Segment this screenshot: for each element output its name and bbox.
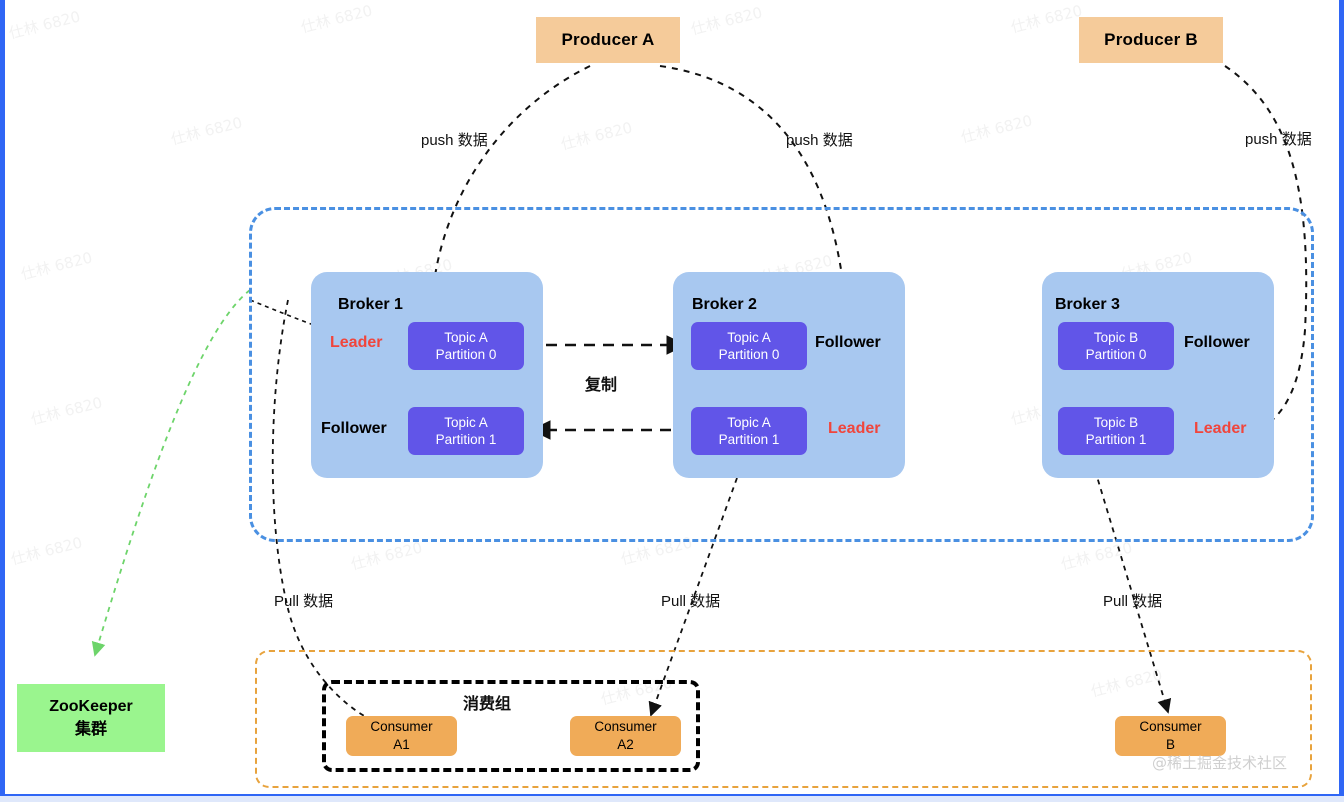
watermark-tile: 仕林 6820: [169, 113, 245, 149]
broker-1-title: Broker 1: [338, 296, 403, 313]
broker-3-box[interactable]: Broker 3 Follower Leader Topic B Partiti…: [1042, 272, 1274, 478]
broker-2-partition-0-topic: Topic A: [727, 330, 771, 345]
broker-2-role-leader: Leader: [828, 420, 881, 437]
producer-b-box[interactable]: Producer B: [1079, 17, 1223, 63]
producer-a-label: Producer A: [561, 30, 655, 49]
zookeeper-label-line2: 集群: [74, 721, 107, 738]
push-label-3: push 数据: [1245, 131, 1312, 148]
broker-1-role-leader: Leader: [330, 334, 383, 351]
watermark-tile: 仕林 6820: [689, 3, 765, 39]
zookeeper-label-line1: ZooKeeper: [49, 698, 133, 715]
broker-2-partition-0-index: Partition 0: [718, 347, 780, 362]
watermark-tile: 仕林 6820: [29, 393, 105, 429]
pull-label-1: Pull 数据: [274, 593, 334, 610]
watermark-tile: 仕林 6820: [1009, 1, 1085, 37]
producer-b-label: Producer B: [1104, 30, 1198, 49]
page-accent-strip-left: [0, 0, 5, 802]
consumer-a2-box[interactable]: Consumer A2: [570, 716, 681, 756]
broker-1-partition-1-topic: Topic A: [444, 415, 488, 430]
watermark-tile: 仕林 6820: [7, 7, 83, 43]
attribution-watermark: @稀土掘金技术社区: [1152, 754, 1288, 772]
broker-3-title: Broker 3: [1055, 296, 1120, 313]
consumer-a2-line1: Consumer: [594, 719, 657, 734]
pull-label-2: Pull 数据: [661, 593, 721, 610]
watermark-tile: 仕林 6820: [299, 1, 375, 37]
broker-2-partition-1-topic: Topic A: [727, 415, 771, 430]
pull-label-3: Pull 数据: [1103, 593, 1163, 610]
consumer-group-box: [322, 680, 700, 772]
broker-1-partition-0[interactable]: Topic A Partition 0: [408, 322, 524, 370]
broker-2-partition-1[interactable]: Topic A Partition 1: [691, 407, 807, 455]
watermark-tile: 仕林 6820: [1059, 538, 1135, 574]
broker-2-title: Broker 2: [692, 296, 757, 313]
watermark-tile: 仕林 6820: [559, 118, 635, 154]
consumer-b-line1: Consumer: [1139, 719, 1202, 734]
broker-1-role-follower: Follower: [321, 420, 387, 437]
broker-3-partition-1-topic: Topic B: [1093, 415, 1139, 430]
consumer-zone-border: [255, 650, 1312, 788]
consumer-b-line2: B: [1165, 737, 1175, 752]
page-accent-strip-right: [1339, 0, 1344, 802]
broker-1-partition-1-index: Partition 1: [435, 432, 497, 447]
broker-1-partition-0-topic: Topic A: [444, 330, 488, 345]
broker-3-partition-1-index: Partition 1: [1085, 432, 1147, 447]
consumer-b-box[interactable]: Consumer B: [1115, 716, 1226, 756]
page-accent-strip-bottom: [0, 794, 1344, 802]
push-label-2: push 数据: [786, 132, 853, 149]
edge-cluster-to-zookeeper: [91, 289, 251, 657]
broker-2-partition-0[interactable]: Topic A Partition 0: [691, 322, 807, 370]
consumer-a2-line2: A2: [617, 737, 634, 752]
consumer-a1-line2: A1: [393, 737, 410, 752]
watermark-tile: 仕林 6820: [19, 248, 95, 284]
broker-3-role-follower: Follower: [1184, 334, 1250, 351]
broker-1-partition-1[interactable]: Topic A Partition 1: [408, 407, 524, 455]
replicate-label: 复制: [585, 377, 618, 394]
broker-3-partition-0-topic: Topic B: [1093, 330, 1139, 345]
watermark-tile: 仕林 6820: [959, 111, 1035, 147]
watermark-tile: 仕林 6820: [349, 538, 425, 574]
consumer-group-title: 消费组: [463, 696, 512, 713]
consumer-a1-line1: Consumer: [370, 719, 433, 734]
broker-3-partition-0-index: Partition 0: [1085, 347, 1147, 362]
broker-2-partition-1-index: Partition 1: [718, 432, 780, 447]
broker-3-partition-1[interactable]: Topic B Partition 1: [1058, 407, 1174, 455]
producer-a-box[interactable]: Producer A: [536, 17, 680, 63]
broker-1-partition-0-index: Partition 0: [435, 347, 497, 362]
kafka-cluster-border: [249, 207, 1314, 542]
broker-3-role-leader: Leader: [1194, 420, 1247, 437]
broker-2-role-follower: Follower: [815, 334, 881, 351]
push-label-1: push 数据: [421, 132, 488, 149]
broker-3-partition-0[interactable]: Topic B Partition 0: [1058, 322, 1174, 370]
consumer-a1-box[interactable]: Consumer A1: [346, 716, 457, 756]
broker-2-box[interactable]: Broker 2 Follower Leader Topic A Partiti…: [673, 272, 905, 478]
broker-1-box[interactable]: Broker 1 Leader Follower Topic A Partiti…: [311, 272, 543, 478]
zookeeper-box[interactable]: ZooKeeper 集群: [17, 684, 165, 752]
watermark-tile: 仕林 6820: [9, 533, 85, 569]
